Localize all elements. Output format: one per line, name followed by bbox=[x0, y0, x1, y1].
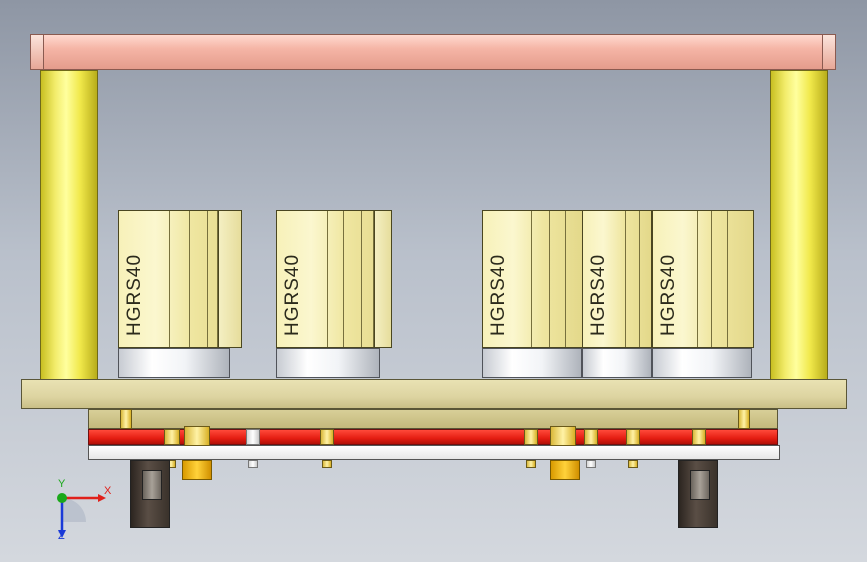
gold-block[interactable] bbox=[550, 460, 580, 480]
cylinder-mount bbox=[482, 348, 582, 378]
bolt-tip bbox=[322, 460, 332, 468]
gold-block[interactable] bbox=[182, 460, 212, 480]
right-pillar[interactable] bbox=[770, 70, 828, 380]
cylinder-label: HGRS40 bbox=[488, 253, 509, 337]
cylinder-mount bbox=[118, 348, 230, 378]
red-plate[interactable] bbox=[88, 429, 778, 445]
cylinder-body bbox=[276, 210, 392, 348]
bolt bbox=[524, 429, 538, 445]
cylinder-4[interactable]: HGRS40 bbox=[582, 210, 652, 378]
cylinder-2[interactable]: HGRS40 bbox=[276, 210, 392, 378]
cylinder-mount bbox=[582, 348, 652, 378]
z-axis-label: Z bbox=[58, 530, 65, 542]
cylinder-5[interactable]: HGRS40 bbox=[652, 210, 762, 378]
cylinder-mount bbox=[276, 348, 380, 378]
cylinder-body bbox=[582, 210, 652, 348]
bolt-tip bbox=[586, 460, 596, 468]
cylinder-3[interactable]: HGRS40 bbox=[482, 210, 584, 378]
bolt-tip bbox=[526, 460, 536, 468]
cylinder-label: HGRS40 bbox=[588, 253, 609, 337]
cylinder-body bbox=[482, 210, 584, 348]
cylinder-end-cap bbox=[218, 210, 242, 348]
bolt-tip bbox=[628, 460, 638, 468]
sub-plate[interactable] bbox=[88, 409, 778, 429]
bolt bbox=[120, 409, 132, 429]
right-foot-pad bbox=[690, 470, 710, 500]
cylinder-label: HGRS40 bbox=[282, 253, 303, 337]
y-axis-label: Y bbox=[58, 478, 66, 490]
bolt bbox=[184, 426, 210, 446]
bolt bbox=[584, 429, 598, 445]
bolt bbox=[626, 429, 640, 445]
cylinder-1[interactable]: HGRS40 bbox=[118, 210, 242, 378]
x-axis-label: X bbox=[104, 485, 112, 497]
bolt bbox=[550, 426, 576, 446]
bolt bbox=[320, 429, 334, 445]
bolt bbox=[692, 429, 706, 445]
cylinder-mount bbox=[652, 348, 752, 378]
bolt bbox=[738, 409, 750, 429]
top-beam-right-cap[interactable] bbox=[822, 34, 836, 70]
bolt-tip bbox=[248, 460, 258, 468]
bolt bbox=[246, 429, 260, 445]
left-foot-pad bbox=[142, 470, 162, 500]
cylinder-label: HGRS40 bbox=[658, 253, 679, 337]
left-pillar[interactable] bbox=[40, 70, 98, 380]
bolt bbox=[164, 429, 180, 445]
top-beam[interactable] bbox=[30, 34, 836, 70]
cylinder-body bbox=[652, 210, 754, 348]
base-plate[interactable] bbox=[21, 379, 847, 409]
axis-triad: X Y Z bbox=[46, 478, 126, 542]
white-plate[interactable] bbox=[88, 445, 780, 460]
cylinder-label: HGRS40 bbox=[124, 253, 145, 337]
axis-triad-graphic bbox=[57, 493, 106, 538]
cylinder-end-cap bbox=[374, 210, 392, 348]
top-beam-left-cap[interactable] bbox=[30, 34, 44, 70]
